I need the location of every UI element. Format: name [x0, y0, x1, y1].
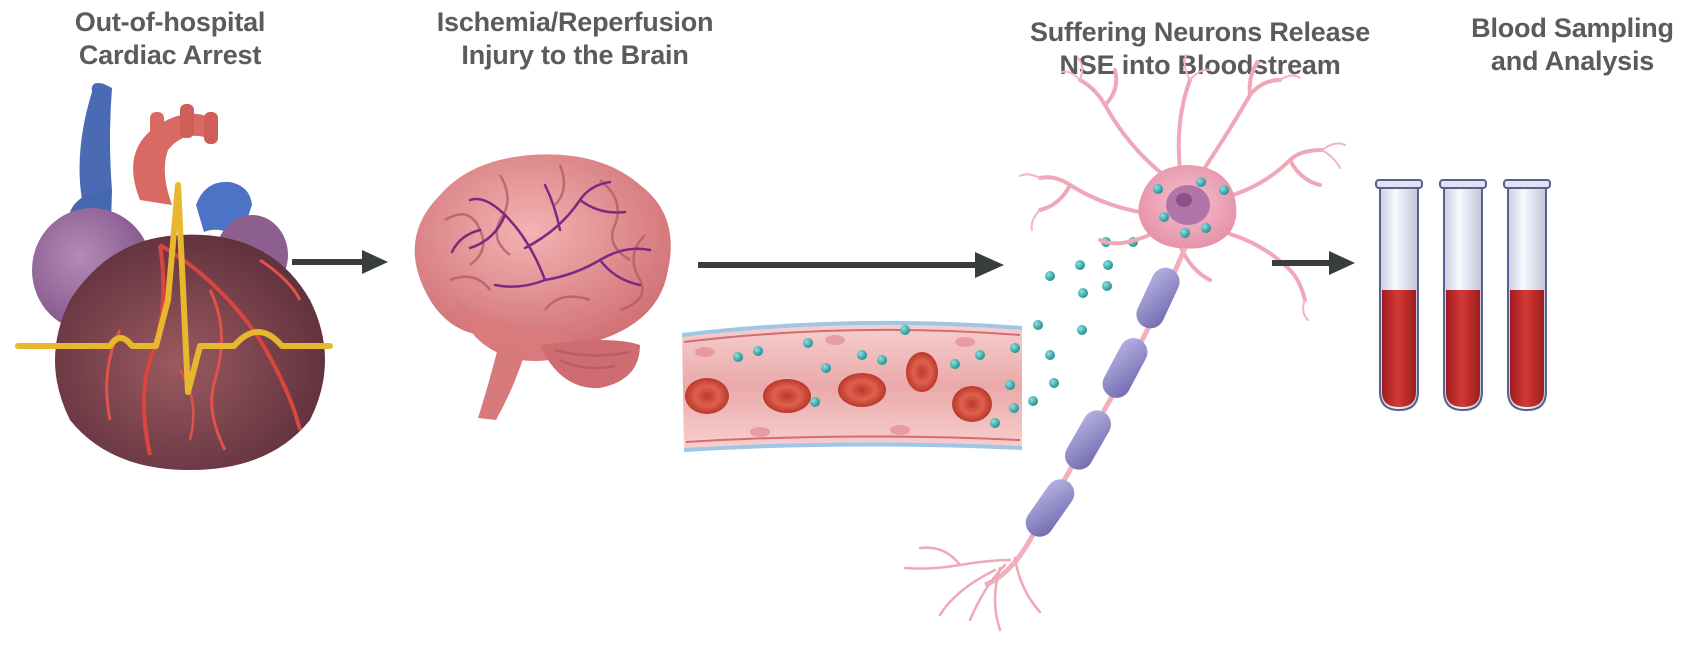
- heart-icon: [18, 83, 330, 470]
- test-tube-icon: [1440, 180, 1486, 410]
- brain-icon: [415, 154, 671, 420]
- myelin-sheaths: [1020, 263, 1184, 542]
- test-tubes: [1376, 180, 1550, 410]
- test-tube-icon: [1504, 180, 1550, 410]
- arrow-right-icon: [1272, 251, 1355, 275]
- blood-vessel-icon: [682, 323, 1022, 450]
- arrow-right-icon: [292, 250, 388, 274]
- test-tube-icon: [1376, 180, 1422, 410]
- arrow-right-icon: [698, 252, 1004, 278]
